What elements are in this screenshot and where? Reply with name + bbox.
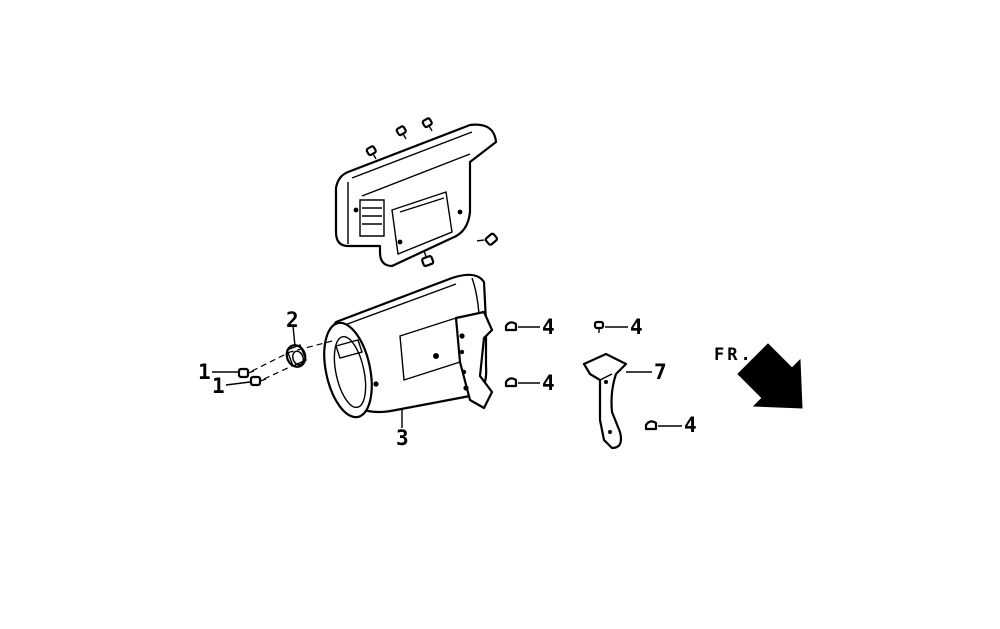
exhaust-bolts: [237, 367, 267, 387]
muffler-bracket: [582, 352, 628, 450]
exhaust-gasket: [285, 344, 307, 368]
callout-nut-4b: 4: [542, 371, 555, 395]
callout-nut-4d: 4: [684, 413, 697, 437]
protector-screws-bottom: [421, 232, 499, 268]
protector-screws-top: [365, 117, 433, 160]
callout-nut-4a: 4: [542, 315, 555, 339]
flange-nuts: [504, 320, 658, 431]
muffler-protector: [334, 123, 498, 268]
callout-gasket-2: 2: [286, 308, 299, 332]
front-direction-label: FR.: [714, 345, 754, 365]
front-direction-arrow-icon: [737, 343, 803, 409]
callout-nut-4c: 4: [630, 315, 643, 339]
callout-bolt-1b: 1: [212, 374, 225, 398]
callout-bracket-7: 7: [654, 360, 667, 384]
callout-muffler-3: 3: [396, 426, 409, 450]
callout-bolt-1a: 1: [198, 360, 211, 384]
leader-lines: [212, 325, 682, 428]
muffler: [323, 273, 494, 419]
